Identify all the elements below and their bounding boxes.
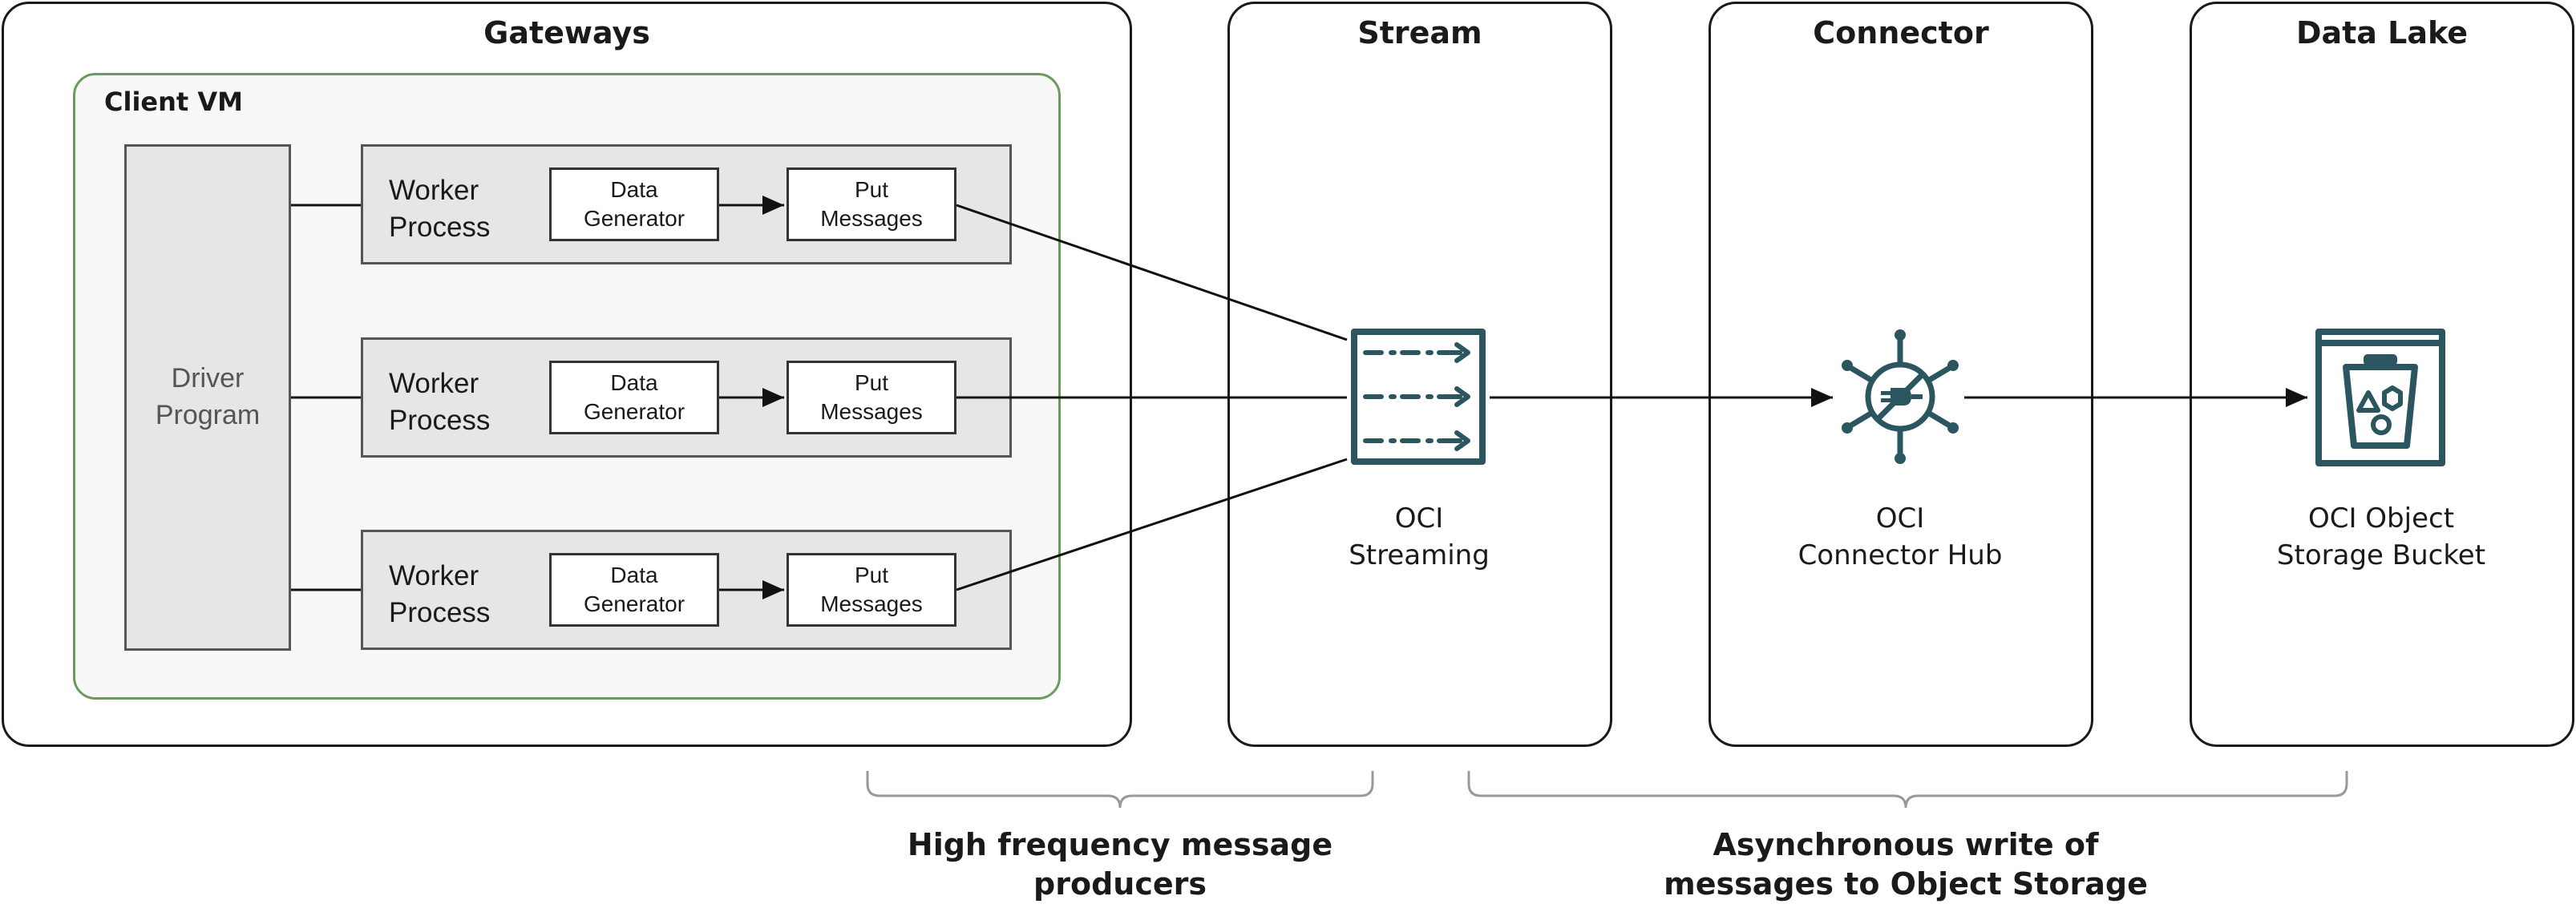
worker-process-label: Worker Process [389,368,491,436]
connector-hub-icon [1842,329,1959,464]
data-generator-box: Data Generator [549,553,719,627]
connector-hub-label: OCI Connector Hub [1798,502,2003,571]
put-messages-box: Put Messages [787,167,956,241]
put-messages-box: Put Messages [787,553,956,627]
asynchronous-write-label: Asynchronous write of messages to Object… [1664,827,2148,902]
bucket-icon [2315,329,2445,466]
right-brace [1467,771,2348,809]
left-brace [866,771,1374,809]
data-generator-box: Data Generator [549,167,719,241]
client-vm-title: Client VM [104,87,243,117]
worker-process-label: Worker Process [389,560,491,628]
object-storage-label: OCI Object Storage Bucket [2276,502,2486,571]
put-to-stream-line [956,204,1348,341]
stream-panel: Stream [1227,2,1612,747]
streaming-label: OCI Streaming [1349,502,1490,571]
data-lake-title: Data Lake [2295,15,2469,50]
data-lake-panel: Data Lake [2190,2,2574,747]
driver-program: Driver Program [124,144,291,651]
put-to-stream-line [956,458,1348,591]
connector-panel: Connector [1709,2,2093,747]
data-generator-box: Data Generator [549,361,719,434]
stream-title: Stream [1357,15,1482,50]
high-frequency-producers-label: High frequency message producers [907,827,1333,902]
put-messages-box: Put Messages [787,361,956,434]
gateways-title: Gateways [483,15,650,50]
streaming-icon [1351,329,1486,465]
worker-process-label: Worker Process [389,175,491,243]
connector-title: Connector [1813,15,1989,50]
